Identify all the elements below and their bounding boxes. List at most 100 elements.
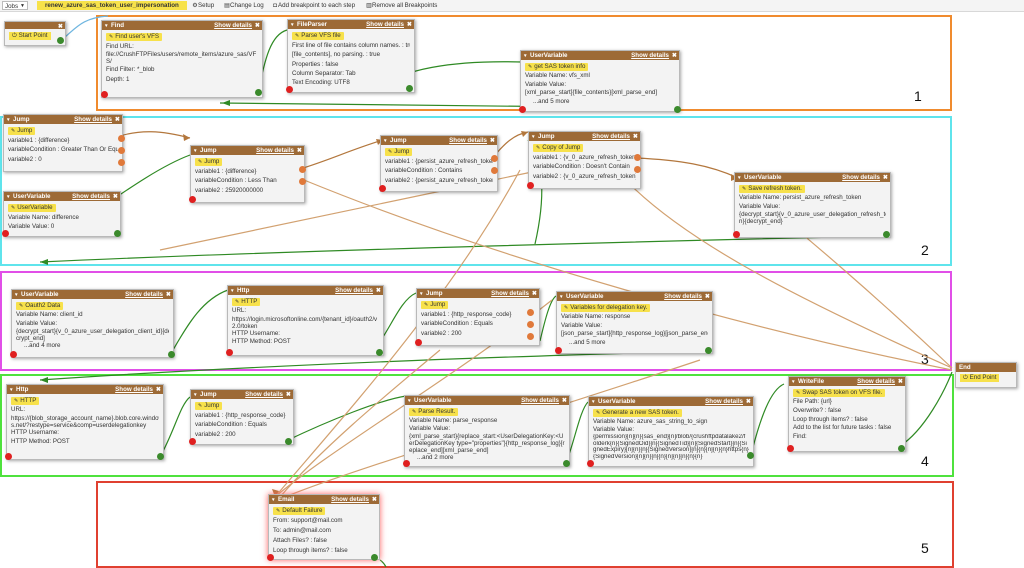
close-icon[interactable]: ✖ bbox=[155, 386, 161, 393]
step-name-tag[interactable]: ✎HTTP bbox=[232, 298, 261, 306]
expand-icon[interactable]: ▾ bbox=[15, 292, 18, 298]
close-icon[interactable]: ✖ bbox=[632, 133, 638, 140]
show-details-link[interactable]: Show details bbox=[449, 137, 487, 144]
start-output-port[interactable] bbox=[57, 37, 64, 44]
failure-port[interactable] bbox=[403, 460, 410, 467]
jump-port[interactable] bbox=[491, 155, 498, 162]
failure-port[interactable] bbox=[267, 554, 274, 561]
step-name-tag[interactable]: ✎Oauth2 Data bbox=[16, 302, 64, 310]
failure-port[interactable] bbox=[555, 347, 562, 354]
step-name-tag[interactable]: ✎Default Failure bbox=[273, 507, 326, 515]
close-icon[interactable]: ✖ bbox=[114, 116, 120, 123]
failure-port[interactable] bbox=[587, 460, 594, 467]
show-details-link[interactable]: Show details bbox=[366, 21, 404, 28]
jump-port[interactable] bbox=[527, 321, 534, 328]
failure-port[interactable] bbox=[189, 196, 196, 203]
step-name-tag[interactable]: ✎get SAS token info bbox=[525, 63, 589, 71]
expand-icon[interactable]: ▾ bbox=[738, 175, 741, 181]
failure-port[interactable] bbox=[189, 438, 196, 445]
close-icon[interactable]: ✖ bbox=[531, 290, 537, 297]
jump-port[interactable] bbox=[634, 166, 641, 173]
jump-port[interactable] bbox=[299, 166, 306, 173]
close-icon[interactable]: ✖ bbox=[57, 23, 63, 29]
close-icon[interactable]: ✖ bbox=[704, 293, 710, 300]
failure-port[interactable] bbox=[2, 230, 9, 237]
show-details-link[interactable]: Show details bbox=[214, 22, 252, 29]
failure-port[interactable] bbox=[527, 182, 534, 189]
expand-icon[interactable]: ▾ bbox=[524, 53, 527, 59]
expand-icon[interactable]: ▾ bbox=[560, 294, 563, 300]
expand-icon[interactable]: ▾ bbox=[7, 117, 10, 123]
show-details-link[interactable]: Show details bbox=[705, 398, 743, 405]
expand-icon[interactable]: ▾ bbox=[272, 497, 275, 503]
expand-icon[interactable]: ▾ bbox=[194, 148, 197, 154]
show-details-link[interactable]: Show details bbox=[72, 193, 110, 200]
jump-port[interactable] bbox=[299, 178, 306, 185]
show-details-link[interactable]: Show details bbox=[115, 386, 153, 393]
expand-icon[interactable]: ▾ bbox=[532, 134, 535, 140]
expand-icon[interactable]: ▾ bbox=[408, 398, 411, 404]
jump-port[interactable] bbox=[118, 147, 125, 154]
failure-port[interactable] bbox=[286, 86, 293, 93]
show-details-link[interactable]: Show details bbox=[245, 391, 283, 398]
failure-port[interactable] bbox=[226, 349, 233, 356]
add-breakpoint-button[interactable]: ◘Add breakpoint to each step bbox=[273, 2, 356, 9]
step-name-tag[interactable]: ✎Generate a new SAS token. bbox=[593, 409, 682, 417]
failure-port[interactable] bbox=[101, 91, 108, 98]
expand-icon[interactable]: ▾ bbox=[291, 22, 294, 28]
success-port[interactable] bbox=[705, 347, 712, 354]
step-name-tag[interactable]: ✎Save refresh token. bbox=[739, 185, 805, 193]
step-name-tag[interactable]: ✎Swap SAS token on VFS file. bbox=[793, 389, 886, 397]
success-port[interactable] bbox=[255, 89, 262, 96]
success-port[interactable] bbox=[114, 230, 121, 237]
close-icon[interactable]: ✖ bbox=[897, 378, 903, 385]
close-icon[interactable]: ✖ bbox=[882, 174, 888, 181]
failure-port[interactable] bbox=[787, 445, 794, 452]
failure-port[interactable] bbox=[415, 339, 422, 346]
success-port[interactable] bbox=[563, 460, 570, 467]
expand-icon[interactable]: ▾ bbox=[384, 138, 387, 144]
failure-port[interactable] bbox=[10, 351, 17, 358]
step-name-tag[interactable]: ✎Copy of Jump bbox=[533, 144, 584, 152]
step-name-tag[interactable]: ✎HTTP bbox=[11, 397, 40, 405]
step-name-tag[interactable]: ✎UserVariable bbox=[8, 204, 56, 212]
failure-port[interactable] bbox=[519, 106, 526, 113]
show-details-link[interactable]: Show details bbox=[664, 293, 702, 300]
jump-port[interactable] bbox=[634, 154, 641, 161]
show-details-link[interactable]: Show details bbox=[857, 378, 895, 385]
failure-port[interactable] bbox=[5, 453, 12, 460]
success-port[interactable] bbox=[376, 349, 383, 356]
jump-port[interactable] bbox=[118, 159, 125, 166]
close-icon[interactable]: ✖ bbox=[406, 21, 412, 28]
show-details-link[interactable]: Show details bbox=[592, 133, 630, 140]
step-name-tag[interactable]: ✎Parse VFS file bbox=[292, 32, 344, 40]
job-name-tab[interactable]: renew_azure_sas_token_user_impersonation bbox=[37, 1, 187, 10]
expand-icon[interactable]: ▾ bbox=[10, 387, 13, 393]
change-log-button[interactable]: ▤Change Log bbox=[224, 2, 264, 9]
close-icon[interactable]: ✖ bbox=[489, 137, 495, 144]
close-icon[interactable]: ✖ bbox=[165, 291, 171, 298]
success-port[interactable] bbox=[406, 85, 413, 92]
show-details-link[interactable]: Show details bbox=[491, 290, 529, 297]
expand-icon[interactable]: ▾ bbox=[420, 291, 423, 297]
expand-icon[interactable]: ▾ bbox=[592, 399, 595, 405]
success-port[interactable] bbox=[898, 445, 905, 452]
success-port[interactable] bbox=[371, 554, 378, 561]
step-name-tag[interactable]: ✎Jump bbox=[8, 127, 36, 135]
show-details-link[interactable]: Show details bbox=[842, 174, 880, 181]
show-details-link[interactable]: Show details bbox=[335, 287, 373, 294]
step-name-tag[interactable]: ✎Variables for delegation key. bbox=[561, 304, 651, 312]
close-icon[interactable]: ✖ bbox=[561, 397, 567, 404]
failure-port[interactable] bbox=[379, 185, 386, 192]
